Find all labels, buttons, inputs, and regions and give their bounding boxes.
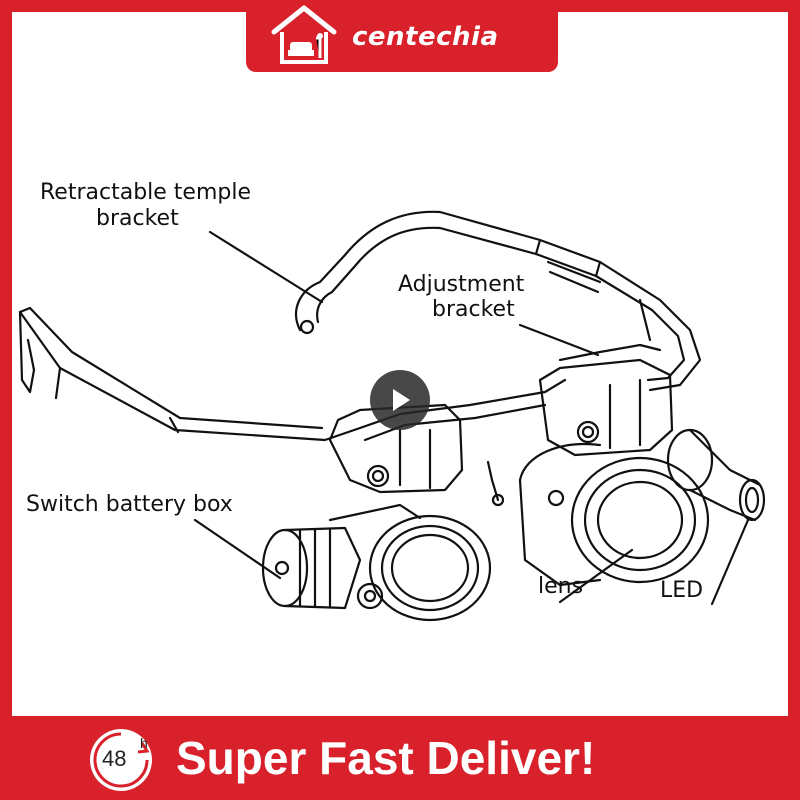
right-led <box>666 428 766 522</box>
label-retractable-temple-2: bracket <box>96 206 179 231</box>
label-lens: lens <box>538 574 584 599</box>
label-retractable-temple: Retractable temple <box>40 180 251 205</box>
badge-unit: h <box>140 735 148 751</box>
label-adjustment: Adjustment <box>398 272 525 297</box>
leader-lens <box>558 548 634 604</box>
video-play-button[interactable] <box>370 370 430 430</box>
left-temple-arm <box>18 310 362 442</box>
left-lens <box>328 503 492 622</box>
leader-temple <box>208 230 324 304</box>
label-led: LED <box>660 578 704 603</box>
brand-header <box>246 0 558 72</box>
label-switch-battery-box: Switch battery box <box>26 492 233 517</box>
clock-badge-icon <box>90 729 152 791</box>
leader-led <box>710 518 750 606</box>
leader-battery <box>193 518 282 580</box>
right-lens <box>518 443 710 587</box>
right-temple-arm <box>295 210 702 392</box>
badge-number: 48 <box>102 746 127 771</box>
play-icon <box>393 389 410 411</box>
promo-text: Super Fast Deliver! <box>176 732 596 784</box>
left-battery-box <box>261 526 384 610</box>
label-adjustment-2: bracket <box>432 297 515 322</box>
brand-name: centechia <box>352 22 499 52</box>
house-chair-icon <box>271 5 337 64</box>
leader-adjust <box>518 323 600 357</box>
